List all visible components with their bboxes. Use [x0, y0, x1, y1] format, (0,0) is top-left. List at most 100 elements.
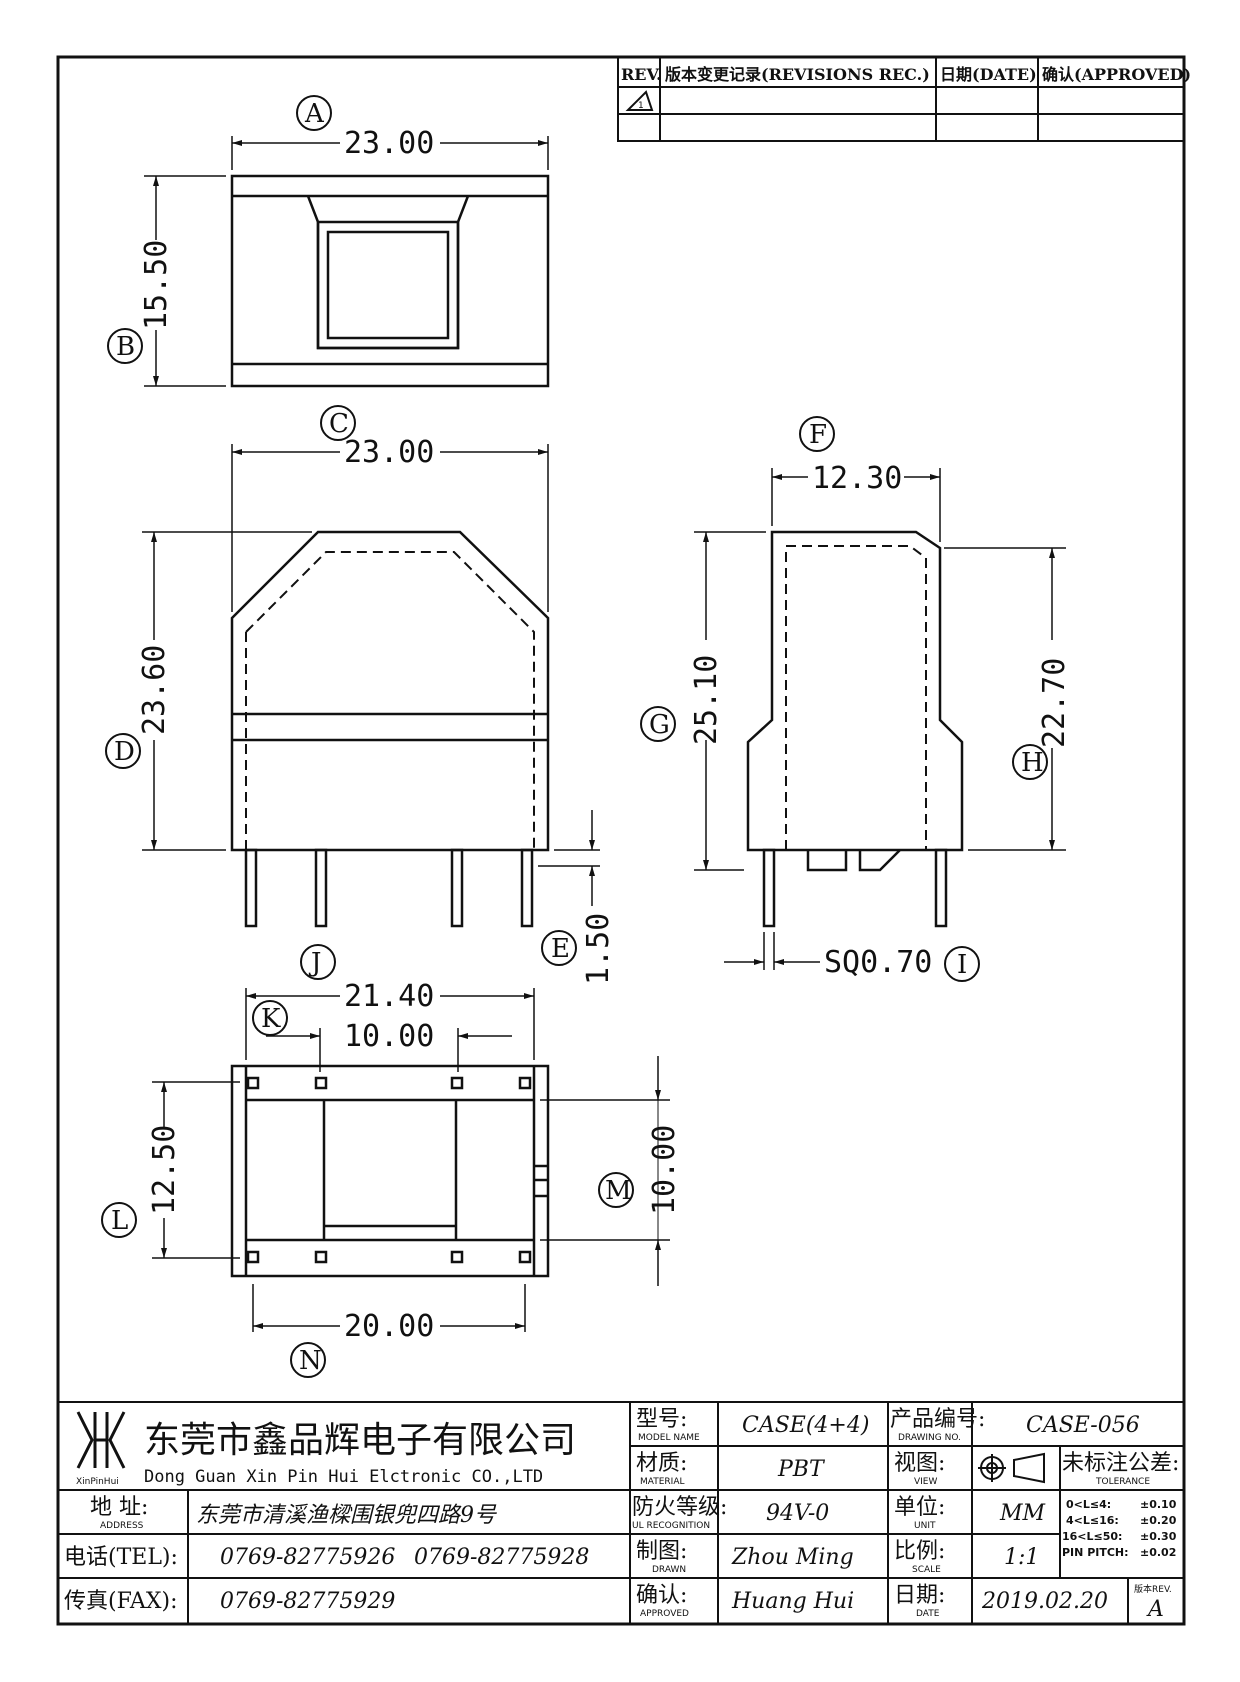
- rev-col-header: REV.: [621, 65, 662, 84]
- tol-value-2: ±0.20: [1140, 1514, 1177, 1527]
- tel1-value: 0769-82775926: [220, 1545, 395, 1570]
- date-col-header: 日期(DATE): [940, 65, 1037, 84]
- tel-label: 电话(TEL):: [64, 1545, 178, 1570]
- revision-triangle-icon: [625, 90, 654, 111]
- callout-j: J: [308, 948, 321, 978]
- company-logo-text: XinPinHui: [76, 1477, 119, 1487]
- model-label-en: MODEL NAME: [638, 1433, 700, 1443]
- revisions-table: [617, 56, 1185, 142]
- tolerance-label-en: TOLERANCE: [1095, 1477, 1150, 1487]
- fax-label: 传真(FAX):: [64, 1589, 177, 1614]
- scale-value: 1:1: [1004, 1545, 1039, 1570]
- tel2-value: 0769-82775928: [414, 1545, 589, 1570]
- side-view-dims: [694, 468, 1066, 970]
- date-value: 2019.02.20: [981, 1589, 1108, 1614]
- dim-bottom-pin-row: 20.00: [344, 1309, 434, 1344]
- callout-l: L: [111, 1206, 128, 1236]
- drawn-label-en: DRAWN: [652, 1565, 686, 1575]
- title-block-grid: [58, 1401, 1184, 1624]
- side-view-hidden-line: [785, 545, 927, 850]
- approved-label-en: APPROVED: [640, 1609, 689, 1619]
- drawn-label: 制图:: [636, 1539, 687, 1564]
- drawn-value: Zhou Ming: [731, 1545, 854, 1570]
- front-view-hidden-line: [245, 551, 535, 850]
- material-label: 材质:: [636, 1451, 687, 1476]
- tolerance-table: 0<L≤4: ±0.10 4<L≤16: ±0.20 16<L≤50: ±0.3…: [1062, 1498, 1177, 1559]
- dim-bottom-height: 12.50: [147, 1125, 182, 1215]
- dim-side-width: 12.30: [812, 461, 902, 496]
- dim-front-height: 23.60: [137, 645, 172, 735]
- callout-a: A: [304, 99, 325, 129]
- unit-value: MM: [999, 1501, 1046, 1526]
- date-label-en: DATE: [916, 1609, 940, 1619]
- callout-e: E: [551, 934, 570, 964]
- tol-value-3: ±0.30: [1140, 1530, 1177, 1543]
- dim-bottom-inner-height: 10.00: [647, 1125, 682, 1215]
- tol-range-3: 16<L≤50:: [1062, 1530, 1122, 1543]
- tol-value-4: ±0.02: [1140, 1546, 1176, 1559]
- fax-value: 0769-82775929: [220, 1589, 395, 1614]
- approved-value: Huang Hui: [731, 1589, 854, 1614]
- callout-i: I: [957, 950, 967, 980]
- callout-d: D: [114, 737, 135, 767]
- dim-bottom-outer-pin-span: 21.40: [344, 979, 434, 1014]
- model-label: 型号:: [636, 1407, 687, 1432]
- tol-range-1: 0<L≤4:: [1066, 1498, 1111, 1511]
- unit-label-en: UNIT: [914, 1521, 936, 1531]
- view-label-en: VIEW: [914, 1477, 937, 1487]
- side-view: [746, 530, 964, 928]
- dim-top-height: 15.50: [139, 240, 174, 330]
- unit-label: 单位:: [894, 1495, 945, 1520]
- dim-top-width: 23.00: [344, 126, 434, 161]
- tol-range-4: PIN PITCH:: [1062, 1546, 1129, 1559]
- scale-label-en: SCALE: [912, 1565, 941, 1575]
- bottom-view-dims: [152, 988, 670, 1332]
- callout-f: F: [809, 420, 827, 450]
- rev-row1-number: 1: [638, 101, 644, 111]
- top-view: [230, 174, 550, 388]
- front-view-dims: [142, 444, 600, 906]
- address-value: 东莞市清溪渔樑围银兜四路9号: [196, 1503, 497, 1528]
- drawing-no-label-en: DRAWING NO.: [898, 1433, 961, 1443]
- model-value: CASE(4+4): [742, 1413, 869, 1438]
- first-angle-projection-icon: [978, 1452, 1045, 1484]
- view-label: 视图:: [894, 1451, 945, 1476]
- callout-b: B: [116, 332, 135, 362]
- ul-label-en: UL RECOGNITION: [632, 1521, 710, 1531]
- callouts: [101, 95, 1048, 1378]
- company-logo: [76, 1411, 126, 1469]
- dim-front-width: 23.00: [344, 435, 434, 470]
- top-view-dims: [144, 136, 549, 387]
- date-label: 日期:: [894, 1583, 945, 1608]
- address-label-en: ADDRESS: [100, 1521, 144, 1531]
- callout-h: H: [1021, 748, 1044, 778]
- callout-k: K: [261, 1004, 281, 1034]
- callout-n: N: [299, 1346, 322, 1376]
- callout-c: C: [329, 409, 349, 439]
- drawing-no-value: CASE-056: [1026, 1413, 1140, 1438]
- callout-m: M: [605, 1176, 632, 1206]
- sheet-border: [56, 55, 1186, 1626]
- rev-value: A: [1146, 1597, 1164, 1622]
- dim-pin-square: SQ0.70: [824, 945, 932, 980]
- record-col-header: 版本变更记录(REVISIONS REC.): [664, 65, 930, 84]
- approved-col-header: 确认(APPROVED): [1042, 65, 1191, 84]
- scale-label: 比例:: [894, 1539, 945, 1564]
- dim-pin-length: 1.50: [581, 913, 616, 985]
- dim-bottom-inner-pin-span: 10.00: [344, 1019, 434, 1054]
- rev-label: 版本REV.: [1134, 1583, 1172, 1595]
- tol-range-2: 4<L≤16:: [1066, 1514, 1119, 1527]
- bottom-view: [230, 1064, 550, 1278]
- callout-letters: A B C D E F G H I J K L M N: [111, 99, 1044, 1376]
- dim-side-height-body: 22.70: [1037, 658, 1072, 748]
- tolerance-label: 未标注公差:: [1062, 1451, 1179, 1476]
- tol-value-1: ±0.10: [1140, 1498, 1177, 1511]
- ul-value: 94V-0: [766, 1501, 829, 1526]
- material-value: PBT: [777, 1457, 826, 1482]
- approved-label: 确认:: [636, 1583, 687, 1608]
- callout-g: G: [649, 710, 670, 740]
- address-label: 地 址:: [90, 1495, 148, 1520]
- dim-side-height-total: 25.10: [689, 655, 724, 745]
- material-label-en: MATERIAL: [640, 1477, 685, 1487]
